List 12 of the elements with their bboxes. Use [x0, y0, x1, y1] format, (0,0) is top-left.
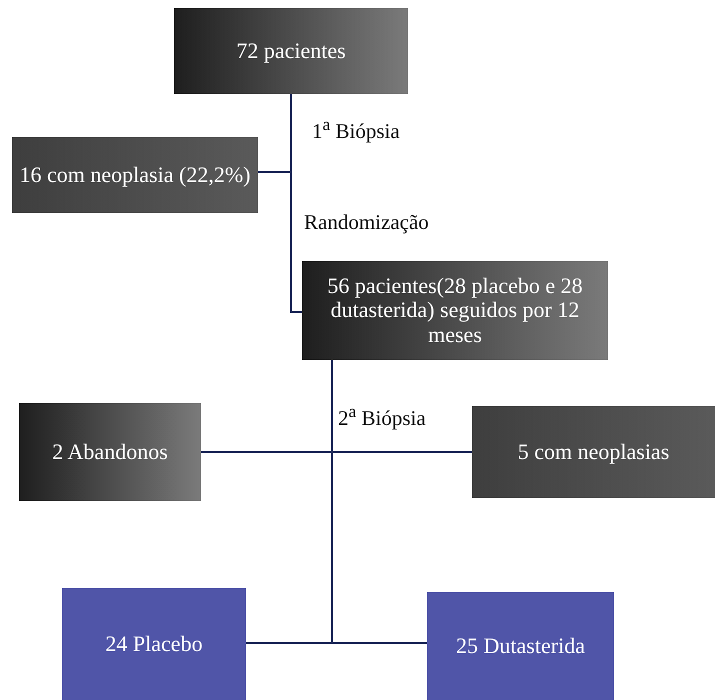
- process-box: 72 pacientes: [174, 8, 408, 94]
- connector-line: [290, 94, 302, 313]
- process-box: 56 pacientes(28 placebo e 28 dutasterida) seguidos por 12 meses: [302, 261, 608, 360]
- process-box: 24 Placebo: [62, 588, 246, 700]
- process-box: 16 com neoplasia (22,2%): [12, 137, 258, 213]
- step-label: 2$^{a}$ Biópsia: [338, 401, 426, 431]
- connector-line: [331, 360, 427, 644]
- step-label: 1$^{a}$ Biópsia: [312, 114, 400, 144]
- process-box: 2 Abandonos: [19, 403, 201, 501]
- process-box: 25 Dutasterida: [427, 592, 614, 700]
- step-label: Randomização: [304, 210, 429, 235]
- process-box: 5 com neoplasias: [472, 406, 715, 498]
